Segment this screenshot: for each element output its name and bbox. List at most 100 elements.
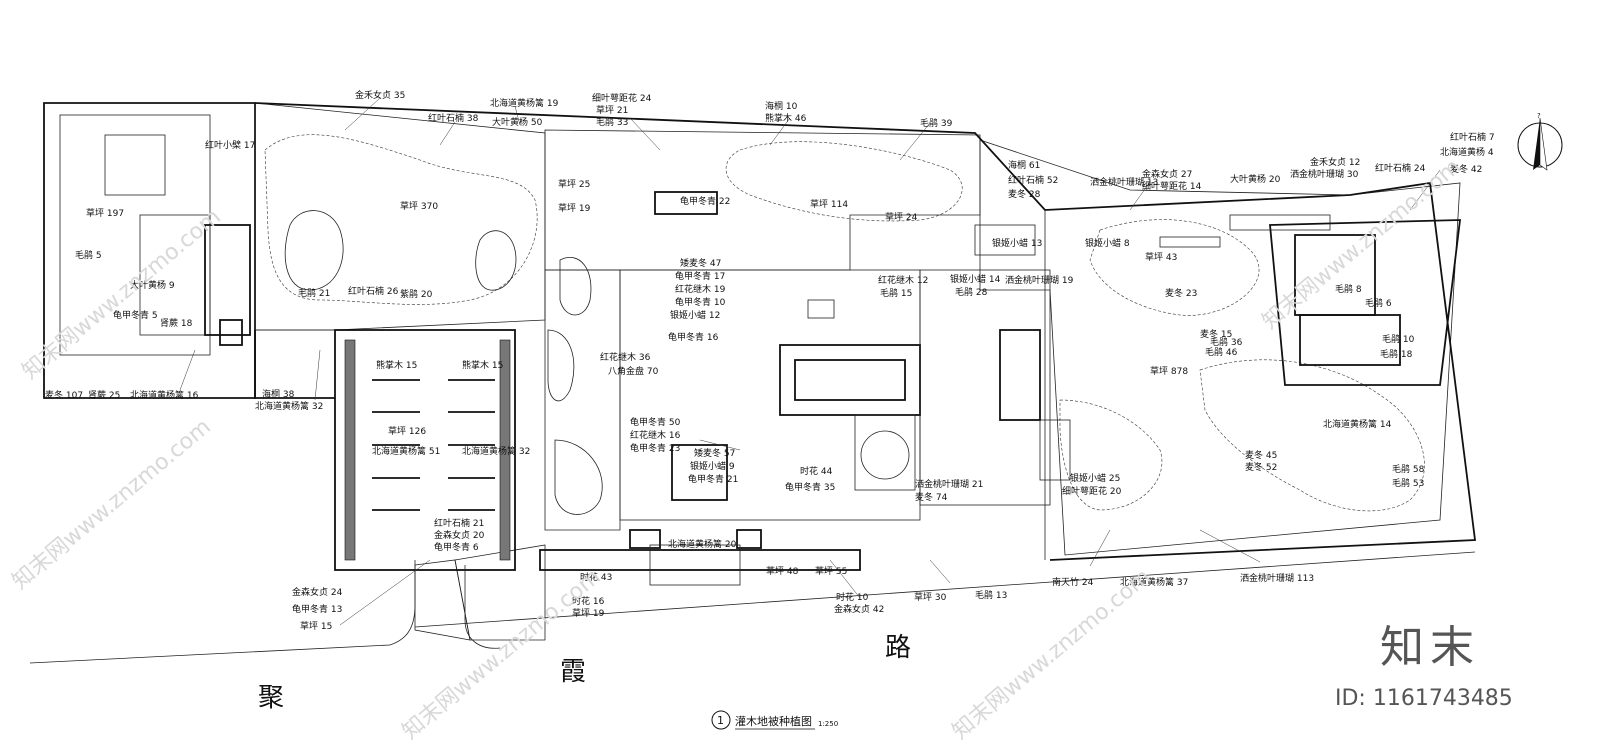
plant-label: 麦冬 42: [1450, 163, 1482, 175]
brand-block: 知末 ID: 1161743485: [1335, 622, 1513, 711]
plant-label: 草坪 48: [766, 565, 799, 577]
plant-label: 麦冬 15: [1200, 328, 1232, 340]
plant-label: 毛鹃 28: [955, 286, 988, 298]
plant-label: 草坪 114: [810, 198, 848, 210]
plant-label: 龟甲冬青 50: [630, 416, 681, 428]
plant-label: 北海道黄杨 4: [1440, 146, 1494, 158]
plant-label: 红花继木 12: [878, 274, 928, 286]
watermark-text: 知末网www.znzmo.com: [8, 414, 216, 594]
plant-label: 时花 44: [800, 465, 833, 477]
plant-label: 银姬小蜡 12: [670, 309, 720, 321]
plant-label: 龟甲冬青 16: [668, 331, 719, 343]
plant-label: 龟甲冬青 5: [113, 309, 158, 321]
plant-label: 大叶黄杨 20: [1230, 173, 1281, 185]
plant-label: 草坪 43: [1145, 251, 1177, 263]
drawing-title-text: 灌木地被种植图: [735, 714, 812, 728]
plant-label: 毛鹃 13: [975, 589, 1007, 601]
plant-label: 大叶黄杨 9: [130, 279, 175, 291]
plant-label: 麦冬 74: [915, 491, 948, 503]
plant-label: 红叶石楠 38: [428, 112, 479, 124]
plant-label: 海桐 10: [765, 100, 798, 112]
plant-label: 草坪 878: [1150, 365, 1188, 377]
plant-label: 洒金桃叶珊瑚 113: [1240, 572, 1314, 584]
plant-label: 草坪 25: [558, 178, 590, 190]
plant-label: 金禾女贞 35: [355, 89, 405, 101]
plant-label: 毛鹃 58: [1392, 463, 1425, 475]
plant-label: 红叶石楠 7: [1450, 131, 1495, 143]
plant-label: 北海道黄杨篱 20: [668, 538, 737, 550]
plant-label: 龟甲冬青 10: [675, 296, 726, 308]
plant-label: 肾蕨 18: [160, 317, 193, 329]
plant-label: 龟甲冬青 22: [680, 195, 730, 207]
watermark-text: 知末网www.znzmo.com: [398, 564, 606, 744]
plant-label: 洒金桃叶珊瑚 19: [1005, 274, 1074, 286]
drawing-scale: 1:250: [818, 720, 838, 728]
plant-label: 大叶黄杨 50: [492, 116, 543, 128]
plant-label: 南天竹 24: [1052, 576, 1094, 588]
plant-label: 北海道黄杨篱 32: [255, 400, 323, 412]
plant-label: 毛鹃 10: [1382, 333, 1415, 345]
plant-label: 金森女贞 20: [434, 529, 485, 541]
plant-label: 北海道黄杨篱 32: [462, 445, 530, 457]
plant-label: 熊掌木 15: [376, 359, 417, 371]
plant-label: 北海道黄杨篱 37: [1120, 576, 1188, 588]
plant-label: 毛鹃 36: [1210, 336, 1243, 348]
plant-label: 银姬小蜡 25: [1070, 472, 1120, 484]
plant-label: 时花 43: [580, 571, 612, 583]
plant-label: 毛鹃 33: [596, 116, 628, 128]
plant-label: 草坪 126: [388, 425, 426, 437]
road-name: 聚 霞 路: [258, 633, 911, 713]
plant-label: 龟甲冬青 6: [434, 541, 479, 553]
plant-label: 草坪 197: [86, 207, 124, 219]
brand-id: ID: 1161743485: [1335, 686, 1513, 711]
plant-label: 草坪 370: [400, 200, 438, 212]
road-char-1: 聚: [258, 683, 284, 713]
plant-label: 龟甲冬青 35: [785, 481, 835, 493]
plant-label: 龟甲冬青 13: [292, 603, 342, 615]
plant-label: 红叶石楠 26: [348, 285, 399, 297]
plant-label: 海桐 61: [1008, 159, 1040, 171]
plant-label: 银姬小蜡 9: [690, 460, 735, 472]
planting-labels: 金禾女贞 35 红叶石楠 38 北海道黄杨篱 19 大叶黄杨 50 细叶萼距花 …: [45, 89, 1495, 632]
plant-label: 毛鹃 39: [920, 117, 953, 129]
watermark-text: 知末网www.znzmo.com: [18, 204, 226, 384]
plant-label: 草坪 30: [914, 591, 947, 603]
plant-label: 草坪 55: [815, 565, 847, 577]
watermark-text: 知末网www.znzmo.com: [1258, 154, 1466, 334]
plant-label: 草坪 15: [300, 620, 332, 632]
plant-label: 红花继木 16: [630, 429, 681, 441]
watermarks: 知末网www.znzmo.com 知末网www.znzmo.com 知末网www…: [8, 154, 1466, 744]
plant-label: 金禾女贞 12: [1310, 156, 1360, 168]
plant-label: 洒金桃叶珊瑚 30: [1290, 168, 1359, 180]
plant-label: 金森女贞 24: [292, 586, 343, 598]
leader-lines: [179, 97, 1441, 626]
plant-label: 红叶石楠 21: [434, 517, 484, 529]
plant-label: 金森女贞 42: [834, 603, 884, 615]
plant-label: 毛鹃 5: [75, 249, 102, 261]
plant-label: 草坪 21: [596, 104, 628, 116]
plant-label: 红叶石楠 52: [1008, 174, 1058, 186]
hardscape: [59, 114, 1401, 586]
drawing-title: 1 灌木地被种植图 1:250: [711, 710, 838, 730]
plant-label: 毛鹃 6: [1365, 297, 1392, 309]
plant-label: 八角金盘 70: [608, 365, 659, 377]
plant-label: 红叶小檗 17: [205, 139, 255, 151]
road-char-2: 霞: [560, 657, 586, 687]
plant-label: 红叶石楠 24: [1375, 162, 1426, 174]
plant-label: 毛鹃 18: [1380, 348, 1413, 360]
plant-label: 细叶萼距花 14: [1142, 180, 1202, 192]
plant-label: 银姬小蜡 13: [992, 237, 1042, 249]
plant-label: 麦冬 52: [1245, 461, 1277, 473]
plant-label: 北海道黄杨篱 19: [490, 97, 559, 109]
plant-label: 洒金桃叶珊瑚 13: [1090, 176, 1158, 188]
plant-label: 矮麦冬 57: [694, 447, 735, 459]
plant-label: 毛鹃 15: [880, 287, 912, 299]
road-char-3: 路: [885, 633, 911, 663]
plant-label: 毛鹃 46: [1205, 346, 1238, 358]
drawing-number: 1: [717, 714, 724, 727]
plant-label: 红花继木 19: [675, 283, 726, 295]
plant-label: 草坪 24: [885, 211, 918, 223]
plant-label: 紫鹃 20: [400, 288, 433, 300]
plant-label: 麦冬 45: [1245, 449, 1277, 461]
